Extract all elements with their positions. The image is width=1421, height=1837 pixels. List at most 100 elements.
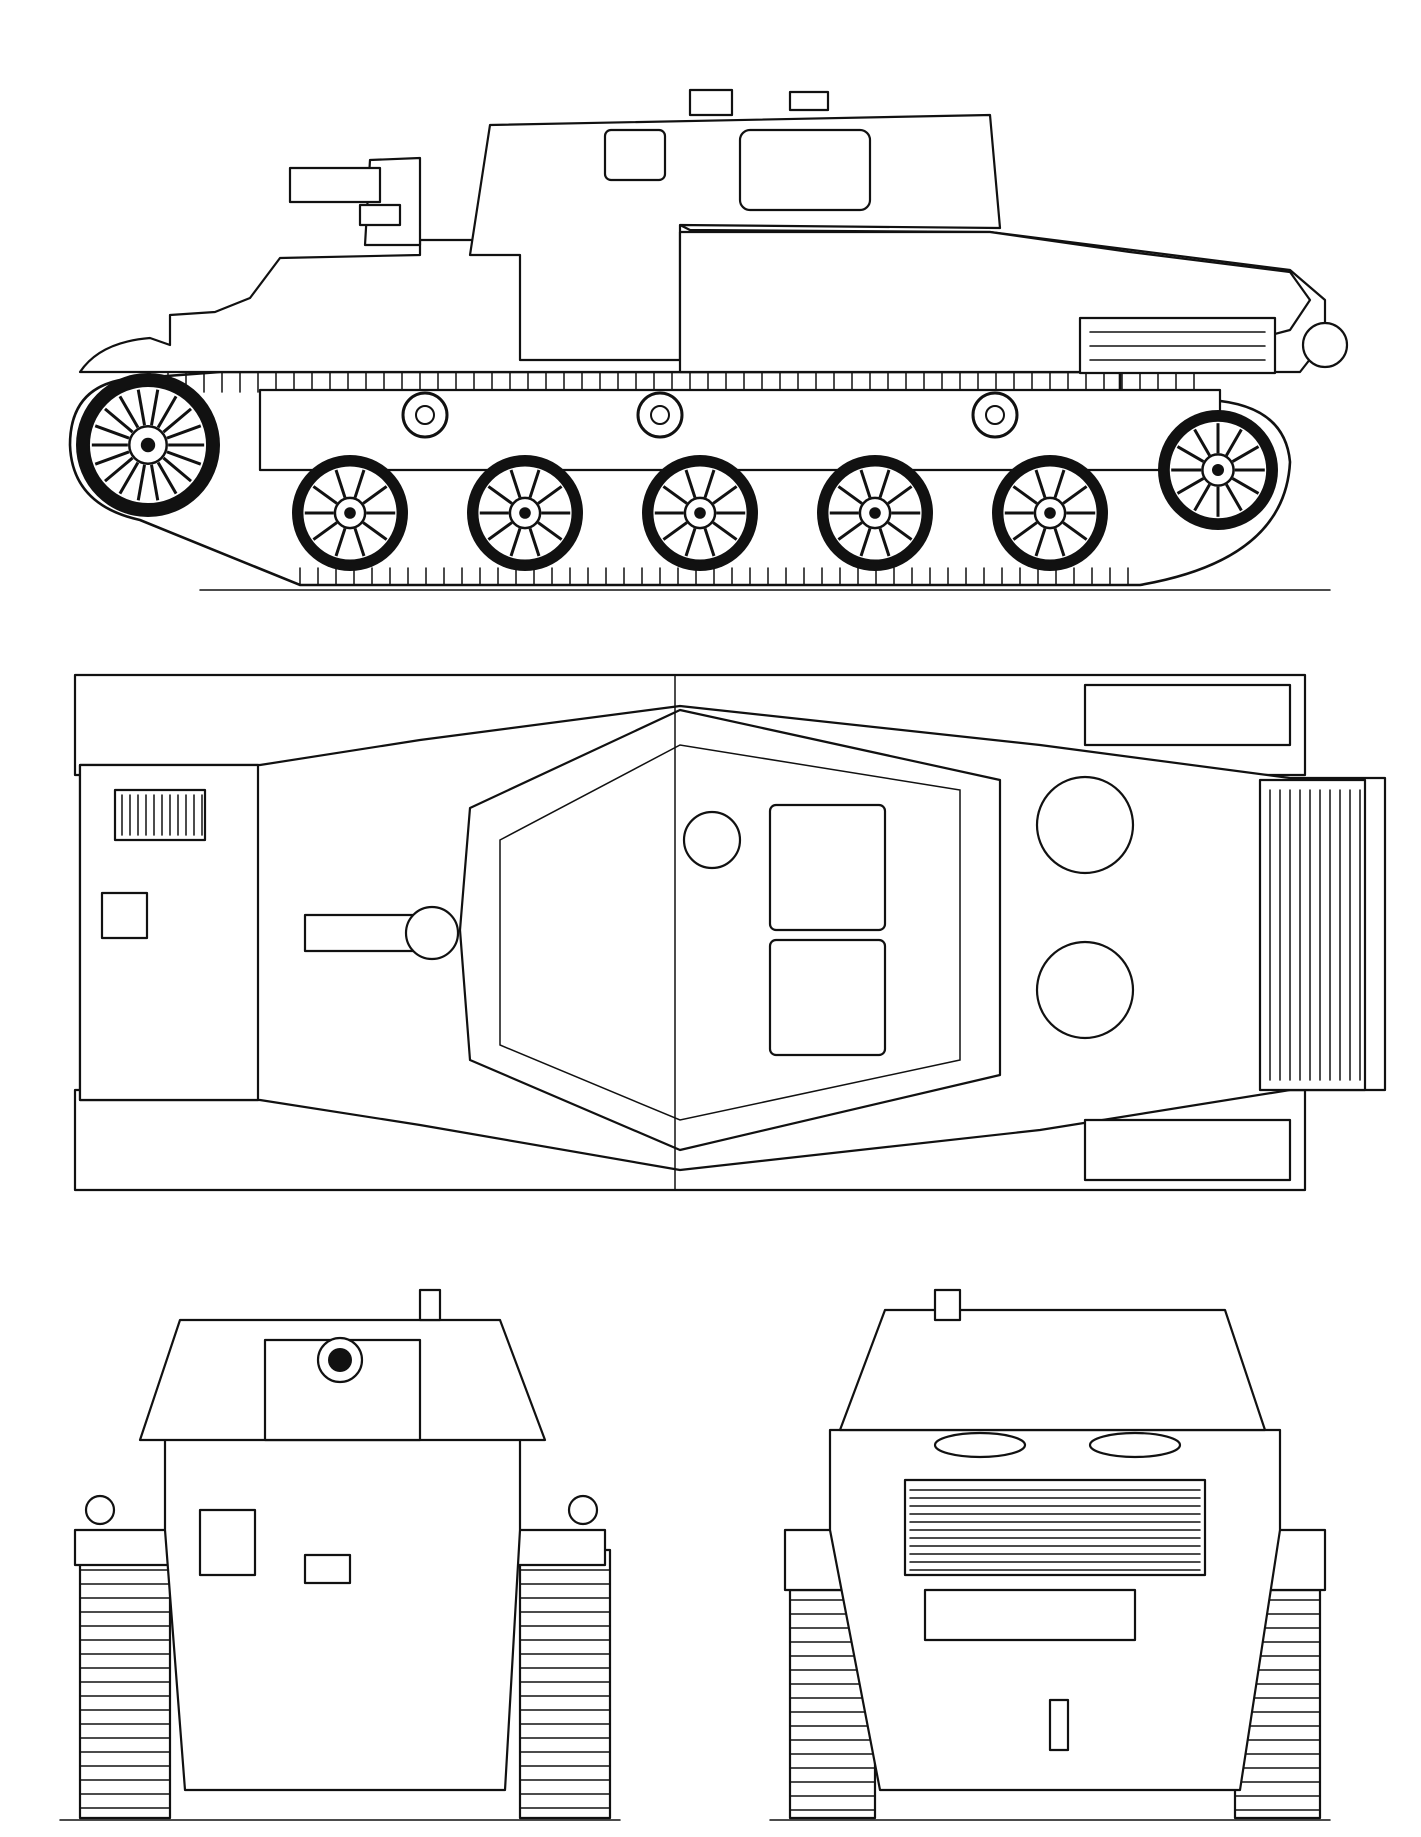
road-wheel-spoke (837, 485, 863, 505)
drive-sprocket-spoke (166, 450, 202, 466)
road-wheel-spoke (1012, 521, 1038, 541)
road-wheel-spoke (684, 527, 697, 557)
road-wheel-spoke (312, 521, 338, 541)
idler-wheel-axle (1212, 464, 1224, 476)
road-wheel-spoke (509, 527, 522, 557)
road-wheel-spoke (684, 469, 697, 499)
front-grille-slats (121, 794, 203, 836)
drive-sprocket-spoke (150, 389, 160, 426)
suspension-bogies (258, 388, 1222, 472)
return-roller (401, 391, 449, 439)
road-wheel-spoke (353, 469, 366, 499)
front-hatch-top (100, 891, 149, 940)
drive-sprocket-spoke (166, 424, 202, 440)
fender-box-left (1083, 683, 1292, 747)
rear-grille-slats (909, 1489, 1201, 1571)
road-wheel (817, 455, 933, 571)
rear-track-links (789, 1599, 1321, 1811)
drive-sprocket-spoke (118, 461, 140, 495)
road-wheel-spoke (1034, 469, 1047, 499)
idler-wheel-spoke (1193, 428, 1211, 457)
idler-wheel-spoke (1193, 483, 1211, 512)
front-hull (163, 1428, 522, 1792)
vision-port-side (603, 128, 667, 182)
rear-exhaust-box (923, 1588, 1137, 1642)
return-roller-hub (985, 405, 1005, 425)
side-hatch (738, 128, 872, 212)
drive-sprocket (76, 373, 220, 517)
tow-hook-side (1301, 321, 1349, 369)
return-roller (971, 391, 1019, 439)
road-wheel-spoke (1012, 485, 1038, 505)
rear-grille (903, 1478, 1207, 1577)
side-view (68, 88, 1349, 591)
front-lift-eye (418, 1288, 442, 1322)
road-wheel-axle (869, 507, 881, 519)
gun-mount-side (358, 203, 402, 227)
idler-wheel (1158, 410, 1278, 530)
rear-lift-eye (933, 1288, 962, 1322)
road-wheel-spoke (878, 469, 891, 499)
road-wheel-spoke (528, 469, 541, 499)
road-wheel-spoke (859, 469, 872, 499)
road-wheel-spoke (362, 521, 388, 541)
road-wheel-spoke (712, 485, 738, 505)
road-wheel-spoke (509, 469, 522, 499)
rear-view (769, 1288, 1331, 1821)
road-wheel-spoke (887, 485, 913, 505)
rear-fan-cap-left (933, 1431, 1027, 1459)
front-track-links (79, 1569, 611, 1809)
commander-hatch-top (682, 810, 742, 870)
idler-wheel-spoke (1176, 477, 1205, 495)
road-wheel-spoke (837, 521, 863, 541)
road-wheel-spoke (334, 527, 347, 557)
drive-sprocket-spoke (162, 407, 192, 434)
return-roller (636, 391, 684, 439)
road-wheel-axle (344, 507, 356, 519)
front-headlight-right (567, 1494, 599, 1526)
road-wheel-spoke (362, 485, 388, 505)
drive-sprocket-spoke (94, 424, 130, 440)
return-roller-hub (415, 405, 435, 425)
road-wheel-spoke (487, 521, 513, 541)
road-wheel-spoke (859, 527, 872, 557)
road-wheel-spoke (537, 521, 563, 541)
front-view (59, 1288, 621, 1821)
drive-sprocket-spoke (150, 464, 160, 501)
drive-sprocket-spoke (104, 456, 134, 483)
road-wheel-spoke (712, 521, 738, 541)
gun-barrel-side (288, 166, 382, 204)
road-wheel-spoke (487, 485, 513, 505)
drive-sprocket-spoke (94, 450, 130, 466)
gun-mantlet-top (404, 905, 460, 961)
road-wheel-spoke (1062, 521, 1088, 541)
road-wheel-spoke (312, 485, 338, 505)
road-wheel (642, 455, 758, 571)
gun-barrel-top (303, 913, 417, 953)
road-wheel-axle (1044, 507, 1056, 519)
idler-wheel-spoke (1176, 445, 1205, 463)
front-grille (198, 1508, 257, 1577)
road-wheel (467, 455, 583, 571)
front-track-left (78, 1548, 172, 1820)
cupola-side (688, 88, 734, 117)
return-roller-hub (650, 405, 670, 425)
road-wheel (292, 455, 408, 571)
periscope-side (788, 90, 830, 112)
road-wheel-spoke (887, 521, 913, 541)
fender-box-right (1083, 1118, 1292, 1182)
front-plate-badge (303, 1553, 352, 1585)
front-track-right (518, 1548, 612, 1820)
roof-hatch-front (768, 803, 887, 932)
drive-sprocket-spoke (136, 389, 146, 426)
idler-wheel-spoke (1231, 445, 1260, 463)
road-wheel-spoke (1053, 469, 1066, 499)
rear-deck-fan-2 (1035, 940, 1135, 1040)
road-wheel-spoke (878, 527, 891, 557)
drive-sprocket-spoke (162, 456, 192, 483)
road-wheel-spoke (1034, 527, 1047, 557)
rear-grille-top (1258, 778, 1367, 1092)
drive-sprocket-axle (140, 437, 156, 453)
top-view (73, 673, 1387, 1192)
